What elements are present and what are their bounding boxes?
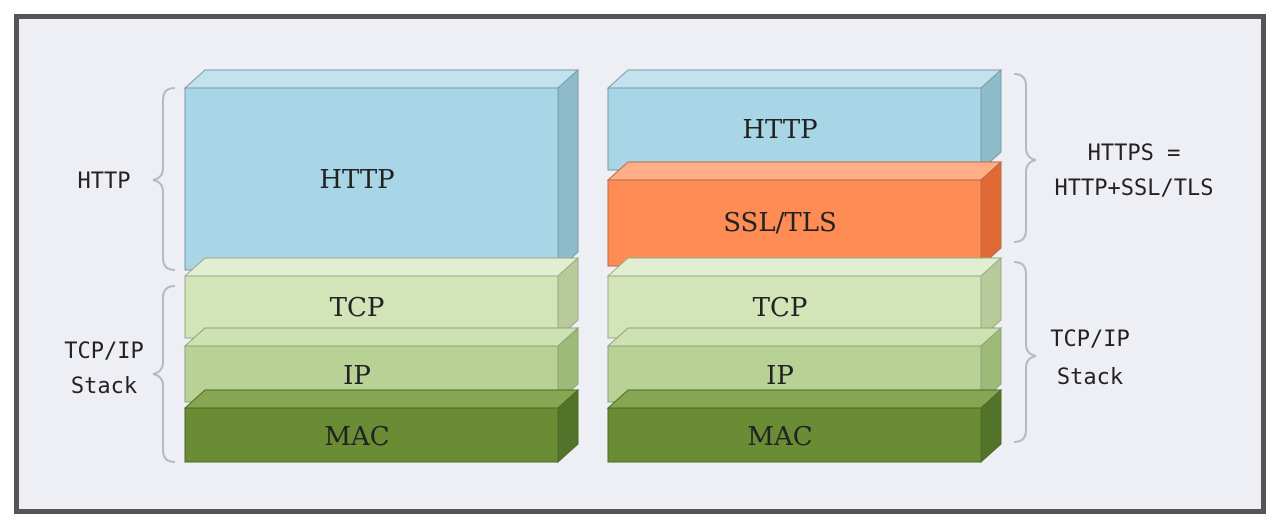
left-tcpip-label-line1: TCP/IP [64,339,143,364]
right-tcp-label: TCP [753,293,808,323]
right-tcpip-brace [1013,261,1037,443]
left-mac-layer: MAC [183,388,580,464]
left-http-label: HTTP [319,165,394,195]
right-ssl-layer: SSL/TLS [606,160,1003,268]
left-http-brace [152,87,176,271]
left-tcpip-brace [152,285,176,463]
left-tcpip-label-line2: Stack [71,374,137,399]
right-http-label: HTTP [742,115,817,145]
right-ip-label: IP [766,361,794,391]
right-https-label-line2: HTTP+SSL/TLS [1055,176,1214,201]
left-tcp-layer: TCP [183,256,580,340]
right-tcpip-label-line1: TCP/IP [1050,327,1129,352]
right-mac-layer: MAC [606,388,1003,464]
right-https-brace [1013,73,1037,243]
left-ip-label: IP [343,361,371,391]
right-http-layer: HTTP [606,68,1003,172]
left-mac-label: MAC [324,422,389,452]
right-tcp-layer: TCP [606,256,1003,340]
left-http-layer: HTTP [183,68,580,272]
left-tcp-label: TCP [330,293,385,323]
right-ssl-label: SSL/TLS [723,208,837,238]
right-https-label-line1: HTTPS = [1088,141,1181,166]
right-tcpip-label-line2: Stack [1057,365,1123,390]
right-mac-label: MAC [747,422,812,452]
left-http-brace-label: HTTP [78,169,131,194]
